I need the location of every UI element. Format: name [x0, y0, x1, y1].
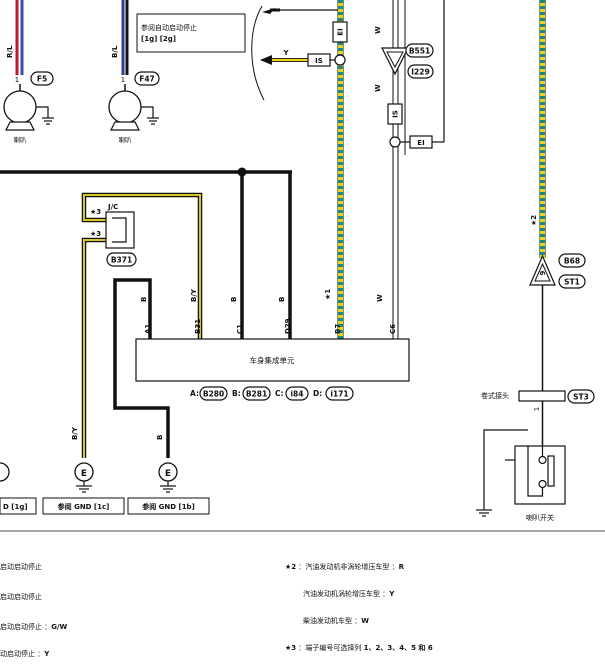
notes-right: ★2 ：汽油发动机非涡轮增压车型 ：R 汽油发动机涡轮增压车型 ：Y 柴油发动机…: [285, 545, 433, 662]
notes-left: 启动启动停止 启动启动停止 启动启动停止 ：G/W 动启动停止 ：Y: [0, 545, 67, 668]
horn-label: 喇叭: [14, 135, 28, 144]
svg-text:D:: D:: [313, 389, 322, 398]
body-integrated-unit: 车身集成单元 A1 B31 C1 D29 B7 C6: [135, 318, 410, 382]
wire-a1-ground: B B: [113, 278, 170, 458]
svg-text:ST1: ST1: [564, 278, 580, 287]
wire-color-bl: B/L: [111, 45, 119, 58]
connector-f5: F5: [30, 71, 54, 86]
note-line: 启动启动停止 ：G/W: [0, 623, 68, 631]
note-line: ★2 ：汽油发动机非涡轮增压车型 ：R: [285, 563, 405, 571]
connector-b68-st1: B68 ST1: [558, 253, 586, 289]
ground-bus: B B: [0, 167, 292, 340]
svg-text:Y: Y: [282, 49, 289, 57]
svg-text:B280: B280: [203, 390, 224, 399]
coil-connector: 卷式接头 ST3 1: [481, 389, 595, 446]
svg-text:i171: i171: [330, 390, 348, 399]
svg-text:B7: B7: [334, 324, 342, 334]
svg-text:C1: C1: [236, 324, 244, 334]
svg-text:B/Y: B/Y: [190, 288, 198, 302]
svg-text:[1g] [2g]: [1g] [2g]: [141, 35, 176, 43]
note-line: 汽油发动机涡轮增压车型 ：Y: [303, 590, 395, 598]
svg-text:喇叭开关: 喇叭开关: [526, 513, 554, 522]
svg-text:B:: B:: [232, 389, 241, 398]
svg-text:A:: A:: [190, 389, 199, 398]
horn-switch: 喇叭开关: [476, 429, 566, 522]
note-line: ★3 ：端子编号可选择列 1、2、3、4、5 和 6: [285, 644, 433, 652]
wire-y: Y IS: [260, 49, 335, 67]
svg-text:F5: F5: [37, 75, 47, 84]
svg-text:B371: B371: [111, 256, 132, 265]
svg-text:B68: B68: [564, 257, 580, 266]
svg-text:B: B: [230, 297, 238, 302]
horn-label: 喇叭: [119, 135, 133, 144]
svg-text:1: 1: [533, 407, 541, 411]
svg-text:B551: B551: [409, 47, 430, 56]
note-line: 启动启动停止: [0, 593, 42, 601]
connector-b551: B551 I229: [381, 43, 434, 79]
ground-left: D [1g]: [0, 462, 37, 515]
svg-text:★3: ★3: [90, 230, 101, 238]
svg-text:W: W: [374, 26, 382, 34]
svg-text:★1: ★1: [324, 289, 332, 300]
note-line: 柴油发动机车型 ：W: [303, 617, 369, 625]
ground-b-y: E 参阅 GND [1c]: [42, 462, 125, 515]
note-line: 动启动停止 ：Y: [0, 650, 50, 658]
svg-text:i84: i84: [290, 390, 303, 399]
svg-text:E: E: [81, 469, 87, 479]
svg-text:★3: ★3: [90, 208, 101, 216]
tag-ei: EI: [417, 139, 424, 147]
svg-text:B: B: [156, 435, 164, 440]
svg-text:ST3: ST3: [573, 393, 589, 402]
svg-text:A1: A1: [144, 324, 152, 334]
svg-text:B: B: [140, 297, 148, 302]
svg-text:★2: ★2: [530, 215, 538, 226]
svg-text:E: E: [165, 469, 171, 479]
ground-b: E 参阅 GND [1b]: [127, 462, 210, 515]
note-line: 启动启动停止: [0, 563, 42, 571]
wire-star2: ★2 9: [529, 0, 556, 391]
svg-text:W: W: [374, 84, 382, 92]
svg-text:F47: F47: [139, 75, 155, 84]
svg-text:I229: I229: [411, 68, 429, 77]
tag-is: IS: [392, 110, 400, 118]
svg-text:C:: C:: [275, 389, 284, 398]
unit-connector-list: A: B280 B: B281 C: i84 D: i171: [190, 386, 354, 401]
tag-ei: EI: [337, 28, 345, 35]
joint-connector-jc: J/C ★3 ★3 B371 B/Y B/Y: [71, 192, 203, 458]
svg-text:车身集成单元: 车身集成单元: [250, 355, 295, 365]
svg-text:B281: B281: [246, 390, 267, 399]
svg-text:参阅自动启动停止: 参阅自动启动停止: [141, 23, 197, 32]
svg-text:参阅 GND [1c]: 参阅 GND [1c]: [58, 502, 110, 511]
svg-text:C6: C6: [389, 324, 397, 334]
reference-box: 参阅自动启动停止 [1g] [2g]: [136, 13, 246, 53]
svg-text:D29: D29: [284, 318, 292, 334]
svg-text:B31: B31: [194, 319, 202, 334]
wiring-diagram: R/L 1 喇叭 F5 B/L 1 喇叭 F47 参阅自动启动停止 [1g: [0, 0, 605, 532]
svg-text:D [1g]: D [1g]: [3, 503, 28, 511]
pin-number: 1: [121, 76, 125, 84]
wire-color-rl: R/L: [6, 45, 14, 58]
svg-text:B: B: [278, 297, 286, 302]
horn-f5: R/L 1 喇叭: [3, 0, 54, 144]
horn-f47: B/L 1 喇叭: [108, 0, 159, 144]
svg-text:W: W: [376, 294, 384, 302]
horn-icon: [3, 90, 37, 124]
connector-f47: F47: [134, 71, 160, 86]
tag-is: IS: [315, 57, 323, 65]
horn-icon: [108, 90, 142, 124]
svg-text:J/C: J/C: [107, 203, 118, 211]
svg-text:B/Y: B/Y: [71, 426, 79, 440]
pin-number: 1: [15, 76, 19, 84]
svg-text:卷式接头: 卷式接头: [481, 391, 509, 400]
svg-text:9: 9: [539, 270, 547, 275]
svg-text:参阅 GND [1b]: 参阅 GND [1b]: [142, 502, 195, 511]
wire-star1: EI ★1: [324, 0, 348, 340]
